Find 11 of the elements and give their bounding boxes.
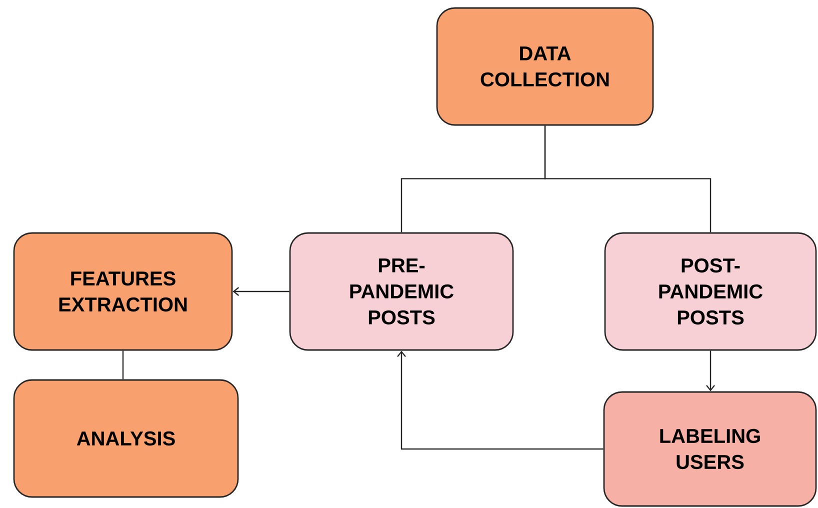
process-box: DATA COLLECTION [436, 7, 654, 126]
process-box: POST-PANDEMIC POSTS [604, 232, 817, 351]
process-box: LABELING USERS [603, 391, 817, 507]
process-box: FEATURES EXTRACTION [13, 232, 233, 351]
connector [122, 350, 124, 380]
connector [706, 350, 715, 392]
connector [232, 287, 290, 296]
process-box: PRE-PANDEMIC POSTS [289, 232, 514, 351]
process-box: ANALYSIS [13, 379, 239, 498]
connector [397, 350, 604, 450]
connector [544, 126, 712, 232]
